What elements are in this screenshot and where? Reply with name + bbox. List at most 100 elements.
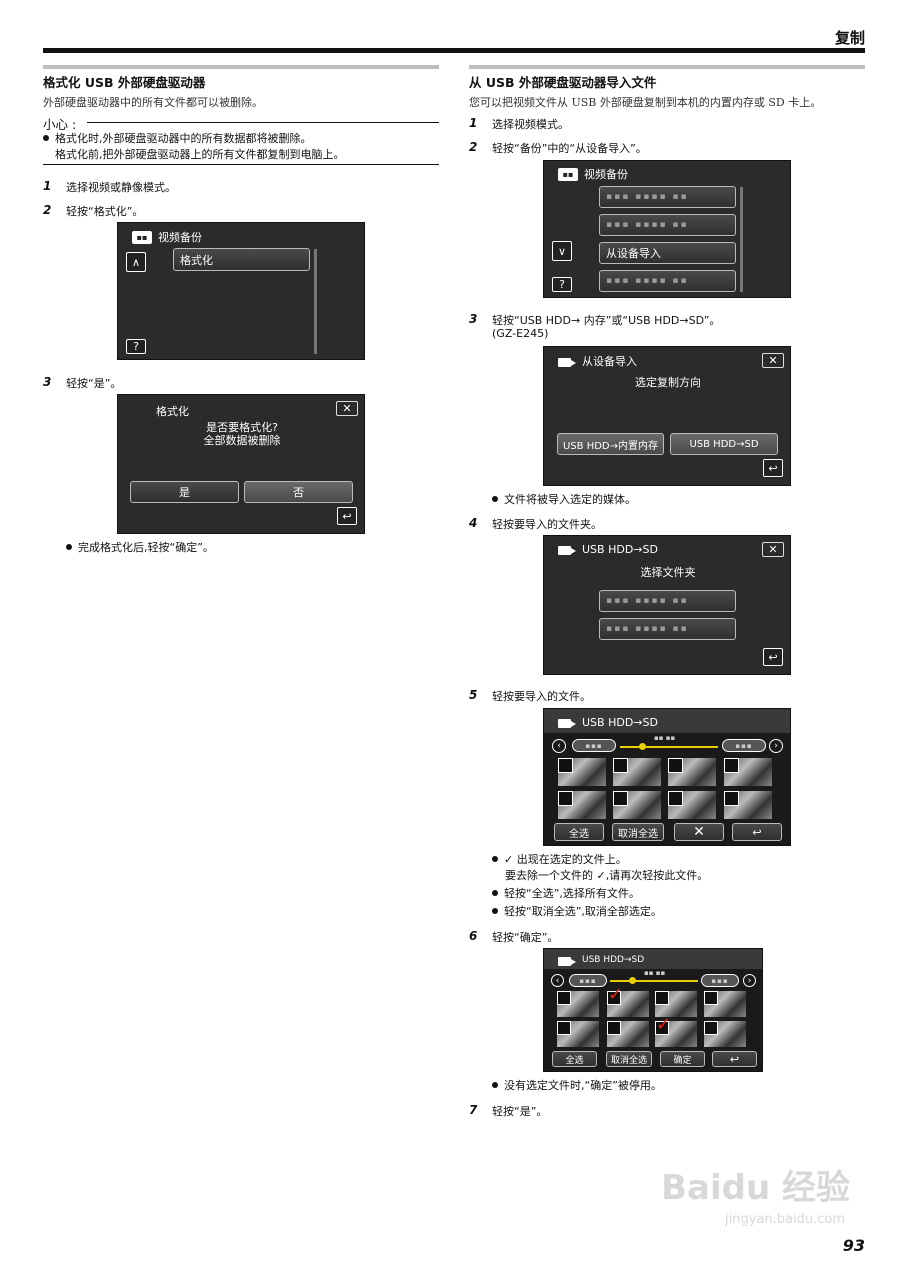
folder-item[interactable]: ▪▪▪ ▪▪▪▪ ▪▪ bbox=[599, 590, 736, 612]
back-button[interactable]: ↩ bbox=[763, 648, 783, 666]
prev-page-icon[interactable]: ‹ bbox=[551, 974, 564, 987]
note-select-all: 轻按“全选”,选择所有文件。 bbox=[492, 885, 640, 902]
step-number: 4 bbox=[469, 516, 478, 530]
note-remove-check: 要去除一个文件的 ✓,请再次轻按此文件。 bbox=[505, 869, 709, 882]
header-rule bbox=[43, 48, 865, 53]
no-button[interactable]: 否 bbox=[244, 481, 353, 503]
slider-handle[interactable] bbox=[639, 743, 646, 750]
watermark-logo: Baidu 经验 bbox=[661, 1168, 850, 1208]
format-menu-item[interactable]: 格式化 bbox=[173, 248, 310, 271]
step-number: 2 bbox=[469, 140, 478, 154]
caution-line2: 格式化前,把外部硬盘驱动器上的所有文件都复制到电脑上。 bbox=[55, 148, 345, 161]
screen-title: ▪▪ 视频备份 bbox=[132, 229, 202, 245]
step-text: 轻按“格式化”。 bbox=[66, 205, 144, 218]
step-number: 3 bbox=[43, 375, 52, 389]
file-checkbox[interactable] bbox=[557, 1021, 571, 1035]
step-text: 轻按要导入的文件夹。 bbox=[492, 518, 602, 531]
file-checkbox[interactable] bbox=[724, 791, 739, 806]
step-text: 轻按“是”。 bbox=[66, 377, 122, 390]
timeline-slider[interactable] bbox=[610, 980, 698, 982]
step-text: 轻按“USB HDD→ 内存”或“USB HDD→SD”。 bbox=[492, 314, 721, 327]
scrollbar[interactable] bbox=[314, 249, 317, 354]
select-all-button[interactable]: 全选 bbox=[554, 823, 604, 841]
close-icon[interactable]: ✕ bbox=[762, 542, 784, 557]
screen-import-direction: 从设备导入 ✕ 选定复制方向 USB HDD→内置内存 USB HDD→SD ↩ bbox=[543, 346, 791, 486]
step-number: 2 bbox=[43, 203, 52, 217]
close-icon[interactable]: ✕ bbox=[336, 401, 358, 416]
import-from-device-item[interactable]: 从设备导入 bbox=[599, 242, 736, 264]
help-button[interactable]: ? bbox=[126, 339, 146, 354]
file-checkbox[interactable] bbox=[668, 758, 683, 773]
folder-item[interactable]: ▪▪▪ ▪▪▪▪ ▪▪ bbox=[599, 618, 736, 640]
file-checkbox[interactable] bbox=[668, 791, 683, 806]
screen-subtitle: 选择文件夹 bbox=[640, 566, 696, 579]
ok-button[interactable]: 确定 bbox=[660, 1051, 705, 1067]
watermark-url: jingyan.baidu.com bbox=[725, 1212, 845, 1227]
title-bar bbox=[544, 709, 790, 733]
usb-to-internal-button[interactable]: USB HDD→内置内存 bbox=[557, 433, 664, 455]
back-icon[interactable]: ↩ bbox=[732, 823, 782, 841]
file-checkbox[interactable] bbox=[558, 758, 573, 773]
page-number: 93 bbox=[842, 1236, 865, 1255]
file-checkbox[interactable] bbox=[607, 1021, 621, 1035]
check-mark-icon: ✓ bbox=[656, 1014, 672, 1035]
screen-title: USB HDD→SD bbox=[558, 715, 658, 729]
step-number: 6 bbox=[469, 929, 478, 943]
step-text: 轻按“确定”。 bbox=[492, 931, 559, 944]
file-checkbox[interactable] bbox=[655, 991, 669, 1005]
slider-handle[interactable] bbox=[629, 977, 636, 984]
file-checkbox[interactable] bbox=[613, 791, 628, 806]
timeline-slider[interactable] bbox=[620, 746, 718, 748]
step-text: 选择视频或静像模式。 bbox=[66, 181, 176, 194]
page-header-title: 复制 bbox=[834, 29, 865, 47]
screen-format-confirm: 格式化 ✕ 是否要格式化? 全部数据被删除 是 否 ↩ bbox=[117, 394, 365, 534]
select-all-button[interactable]: 全选 bbox=[552, 1051, 597, 1067]
screen-title: USB HDD→SD bbox=[558, 953, 644, 967]
usb-to-sd-button[interactable]: USB HDD→SD bbox=[670, 433, 778, 455]
file-checkbox-checked[interactable] bbox=[607, 991, 621, 1005]
screen-subtitle: 选定复制方向 bbox=[635, 376, 701, 389]
note-deselect-all: 轻按“取消全选”,取消全部选定。 bbox=[492, 903, 662, 920]
screen-title: ▪▪ 视频备份 bbox=[558, 166, 628, 182]
date-pill-right: ▪▪▪ bbox=[722, 739, 766, 752]
next-page-icon[interactable]: › bbox=[743, 974, 756, 987]
deselect-all-button[interactable]: 取消全选 bbox=[606, 1051, 652, 1067]
scrollbar[interactable] bbox=[740, 187, 743, 292]
prev-page-icon[interactable]: ‹ bbox=[552, 739, 566, 753]
section-desc-import: 您可以把视频文件从 USB 外部硬盘复制到本机的内置内存或 SD 卡上。 bbox=[469, 96, 822, 109]
file-checkbox[interactable] bbox=[704, 991, 718, 1005]
yes-button[interactable]: 是 bbox=[130, 481, 239, 503]
section-desc-format: 外部硬盘驱动器中的所有文件都可以被删除。 bbox=[43, 96, 263, 109]
file-checkbox[interactable] bbox=[724, 758, 739, 773]
backup-menu-item[interactable]: ▪▪▪ ▪▪▪▪ ▪▪ bbox=[599, 186, 736, 208]
file-checkbox[interactable] bbox=[558, 791, 573, 806]
slider-label: ▪▪ ▪▪ bbox=[654, 734, 676, 742]
file-checkbox[interactable] bbox=[704, 1021, 718, 1035]
cancel-x-icon[interactable]: ✕ bbox=[674, 823, 724, 841]
step-number: 3 bbox=[469, 312, 478, 326]
back-button[interactable]: ↩ bbox=[337, 507, 357, 525]
back-icon[interactable]: ↩ bbox=[712, 1051, 757, 1067]
file-checkbox[interactable] bbox=[613, 758, 628, 773]
caution-bullet: 格式化时,外部硬盘驱动器中的所有数据都将被删除。 bbox=[43, 130, 312, 147]
scroll-up-button[interactable]: ∧ bbox=[126, 252, 146, 272]
slider-label: ▪▪ ▪▪ bbox=[644, 969, 666, 977]
file-checkbox-checked[interactable] bbox=[655, 1021, 669, 1035]
step-text: 轻按要导入的文件。 bbox=[492, 690, 591, 703]
backup-menu-item[interactable]: ▪▪▪ ▪▪▪▪ ▪▪ bbox=[599, 214, 736, 236]
close-icon[interactable]: ✕ bbox=[762, 353, 784, 368]
file-checkbox[interactable] bbox=[557, 991, 571, 1005]
step-number: 1 bbox=[469, 116, 478, 130]
caution-rule-bottom bbox=[43, 164, 439, 165]
step-text: 轻按“备份”中的“从设备导入”。 bbox=[492, 142, 647, 155]
step-number: 1 bbox=[43, 179, 52, 193]
check-mark-icon: ✓ bbox=[608, 984, 624, 1005]
deselect-all-button[interactable]: 取消全选 bbox=[612, 823, 664, 841]
backup-menu-item[interactable]: ▪▪▪ ▪▪▪▪ ▪▪ bbox=[599, 270, 736, 292]
help-button[interactable]: ? bbox=[552, 277, 572, 292]
confirm-warning: 全部数据被删除 bbox=[203, 434, 281, 447]
back-button[interactable]: ↩ bbox=[763, 459, 783, 477]
scroll-down-button[interactable]: ∨ bbox=[552, 241, 572, 261]
screen-title: 格式化 bbox=[156, 405, 189, 418]
next-page-icon[interactable]: › bbox=[769, 739, 783, 753]
